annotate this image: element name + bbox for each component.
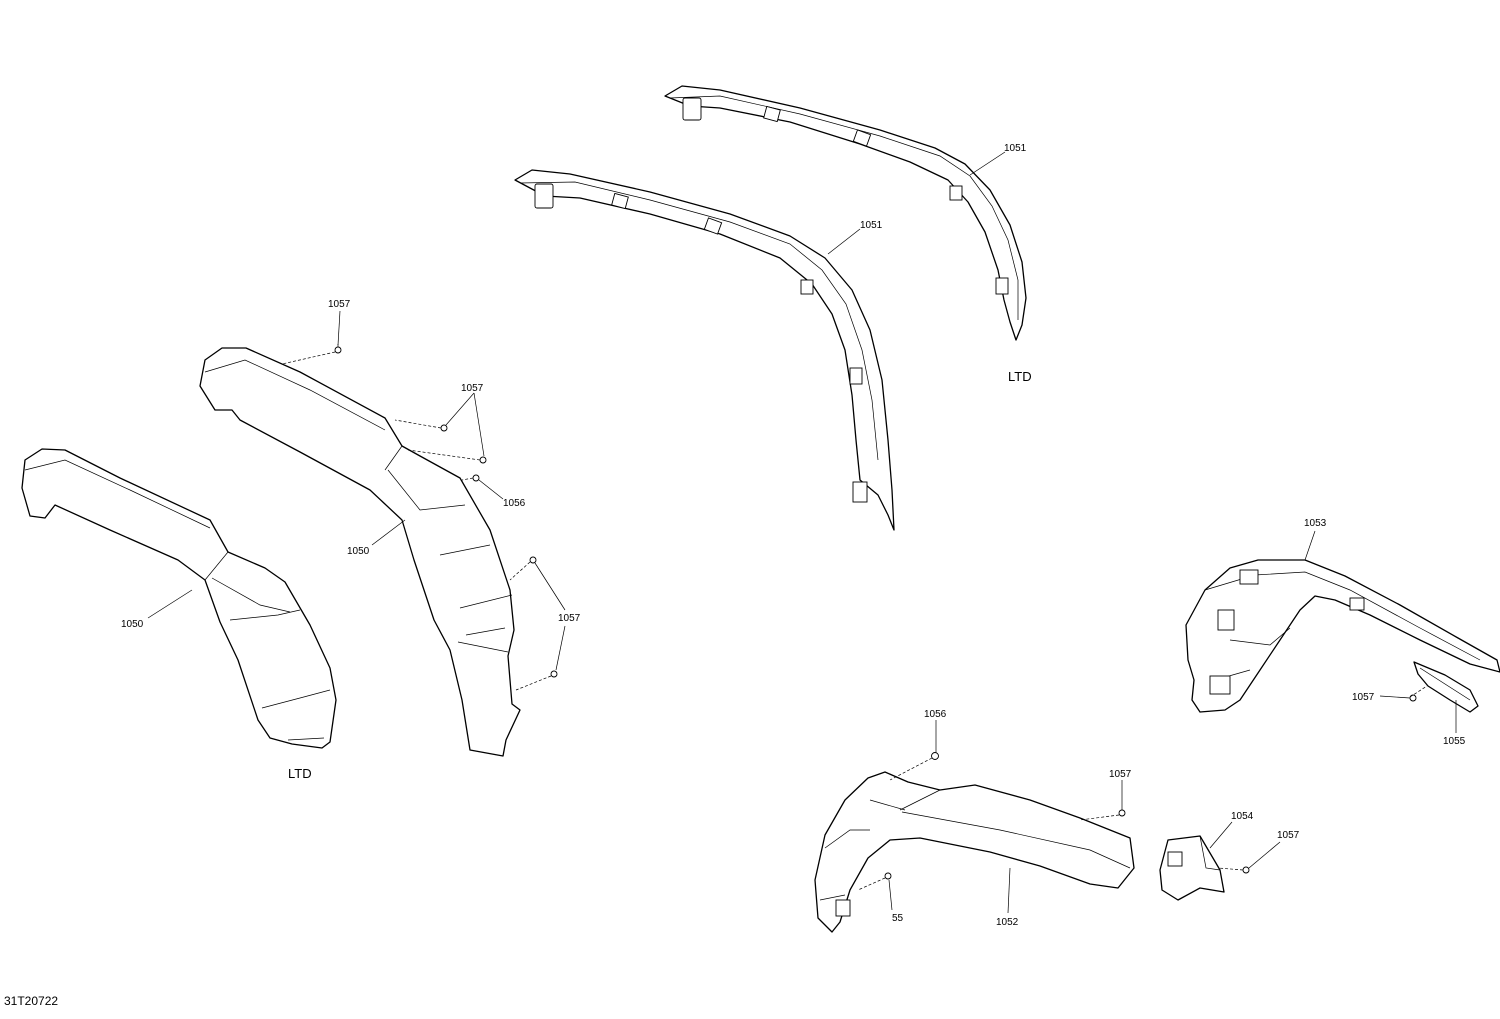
- callout-1050-a: 1050: [347, 546, 370, 557]
- callout-1057-e: 1057: [1109, 769, 1132, 780]
- callout-1057-a: 1057: [328, 299, 351, 310]
- callout-1056-b: 1056: [924, 709, 947, 720]
- callout-1050-b: 1050: [121, 619, 144, 630]
- fender-1050-ltd: [21, 448, 337, 749]
- rail-1051-lower: [514, 169, 895, 531]
- assembly-lines: [281, 351, 1428, 891]
- screw-55: [884, 872, 892, 880]
- leader-lines: [147, 151, 1457, 914]
- screw-1057-g: [1242, 866, 1250, 874]
- callout-1057-d: 1057: [1352, 692, 1375, 703]
- callout-1057-c: 1057: [558, 613, 581, 624]
- screw-1057-f: [1118, 809, 1126, 817]
- callout-1056-a: 1056: [503, 498, 526, 509]
- figure-id: 31T20722: [4, 994, 58, 1008]
- callout-1055: 1055: [1443, 736, 1466, 747]
- callout-55: 55: [892, 913, 904, 924]
- ltd-note-top: LTD: [1008, 369, 1032, 384]
- callout-labels: 1051 1051 1057 1057 1056 1050 1050 1057 …: [121, 143, 1466, 928]
- callout-1057-b: 1057: [461, 383, 484, 394]
- callout-1054: 1054: [1231, 811, 1254, 822]
- callout-1052: 1052: [996, 917, 1019, 928]
- screw-1057-a: [334, 344, 342, 354]
- callout-1057-f: 1057: [1277, 830, 1300, 841]
- nut-1056-b: [931, 752, 939, 760]
- fender-1050: [199, 347, 521, 757]
- callout-1051-mid: 1051: [860, 220, 883, 231]
- nut-1056-a: [472, 474, 480, 482]
- mudflap-1055: [1413, 661, 1479, 713]
- screw-1057-b: [440, 424, 448, 432]
- rail-1051-upper: [664, 85, 1027, 341]
- screw-1057-c: [479, 456, 487, 464]
- bracket-1054: [1159, 835, 1225, 901]
- screw-1057-e: [550, 670, 558, 678]
- callout-1051-top: 1051: [1004, 143, 1027, 154]
- callout-1053: 1053: [1304, 518, 1327, 529]
- screw-1057-d: [529, 556, 537, 564]
- screw-1057-h: [1409, 694, 1417, 702]
- side-panel-1052: [814, 771, 1135, 933]
- ltd-note-left: LTD: [288, 766, 312, 781]
